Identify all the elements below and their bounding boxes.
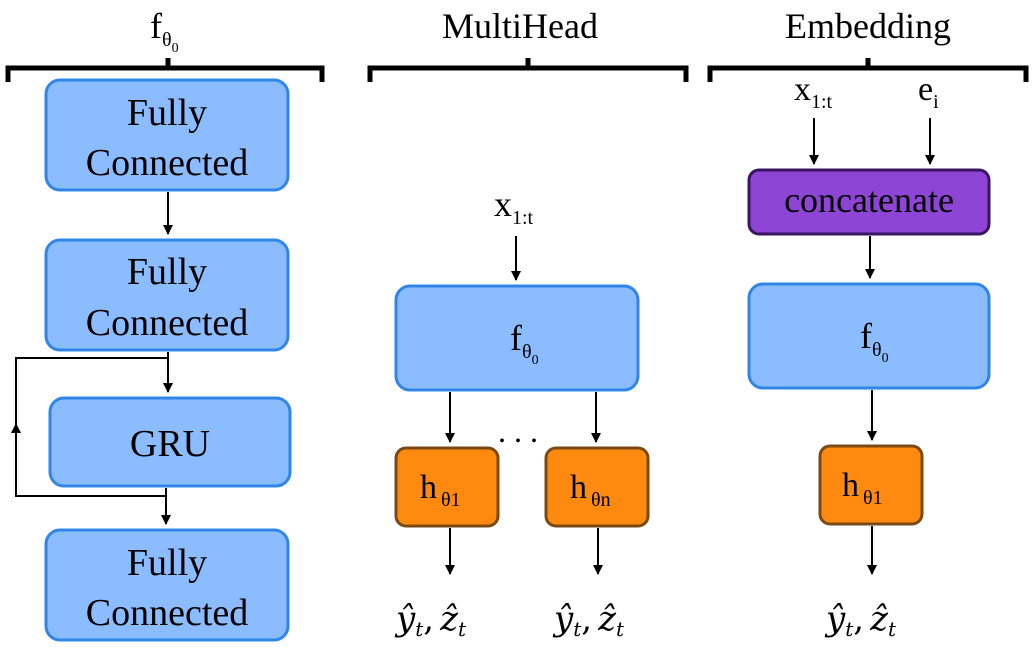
embedding-output: ŷt,ẑt <box>824 599 897 641</box>
multihead-input-label: x1:t <box>494 184 534 229</box>
embedding-f-block <box>747 282 991 390</box>
fc1-block <box>44 78 290 192</box>
fc3-label-line2: Connected <box>86 592 249 634</box>
fc3-label-line1: Fully <box>127 542 207 584</box>
brace-embedding <box>707 58 1029 82</box>
column-title-f-theta0: fθ0 <box>150 6 179 56</box>
column-title-embedding: Embedding <box>785 6 951 46</box>
fc1-label-line2: Connected <box>86 142 249 184</box>
embedding-head-block <box>818 444 924 526</box>
brace-multihead <box>367 58 689 82</box>
embedding-f-label: fθ0 <box>860 316 889 366</box>
gru-block <box>48 396 292 488</box>
concatenate-block <box>747 168 991 236</box>
heads-ellipsis: . . . <box>498 413 538 449</box>
fc1-label-line1: Fully <box>127 92 207 134</box>
concatenate-label: concatenate <box>784 180 954 220</box>
head-1-block <box>394 446 500 528</box>
column-f-theta0: fθ0 Fully Connected Fully Connected GRU … <box>5 6 325 642</box>
column-title-multihead: MultiHead <box>442 6 598 46</box>
fc2-label-line2: Connected <box>86 302 249 344</box>
brace-f-theta0 <box>5 58 325 82</box>
multihead-f-label: fθ0 <box>510 318 539 368</box>
gru-label: GRU <box>130 423 210 465</box>
head-n-block <box>544 446 650 528</box>
fc2-block <box>44 238 290 352</box>
fc2-label-line1: Fully <box>127 251 207 293</box>
multihead-output-n: ŷt,ẑt <box>552 599 625 641</box>
embedding-input-x: x1:t <box>794 71 833 113</box>
fc3-block <box>44 528 290 642</box>
multihead-f-block <box>394 284 640 392</box>
multihead-output-1: ŷt,ẑt <box>394 599 467 641</box>
embedding-input-e: ei <box>918 71 939 113</box>
